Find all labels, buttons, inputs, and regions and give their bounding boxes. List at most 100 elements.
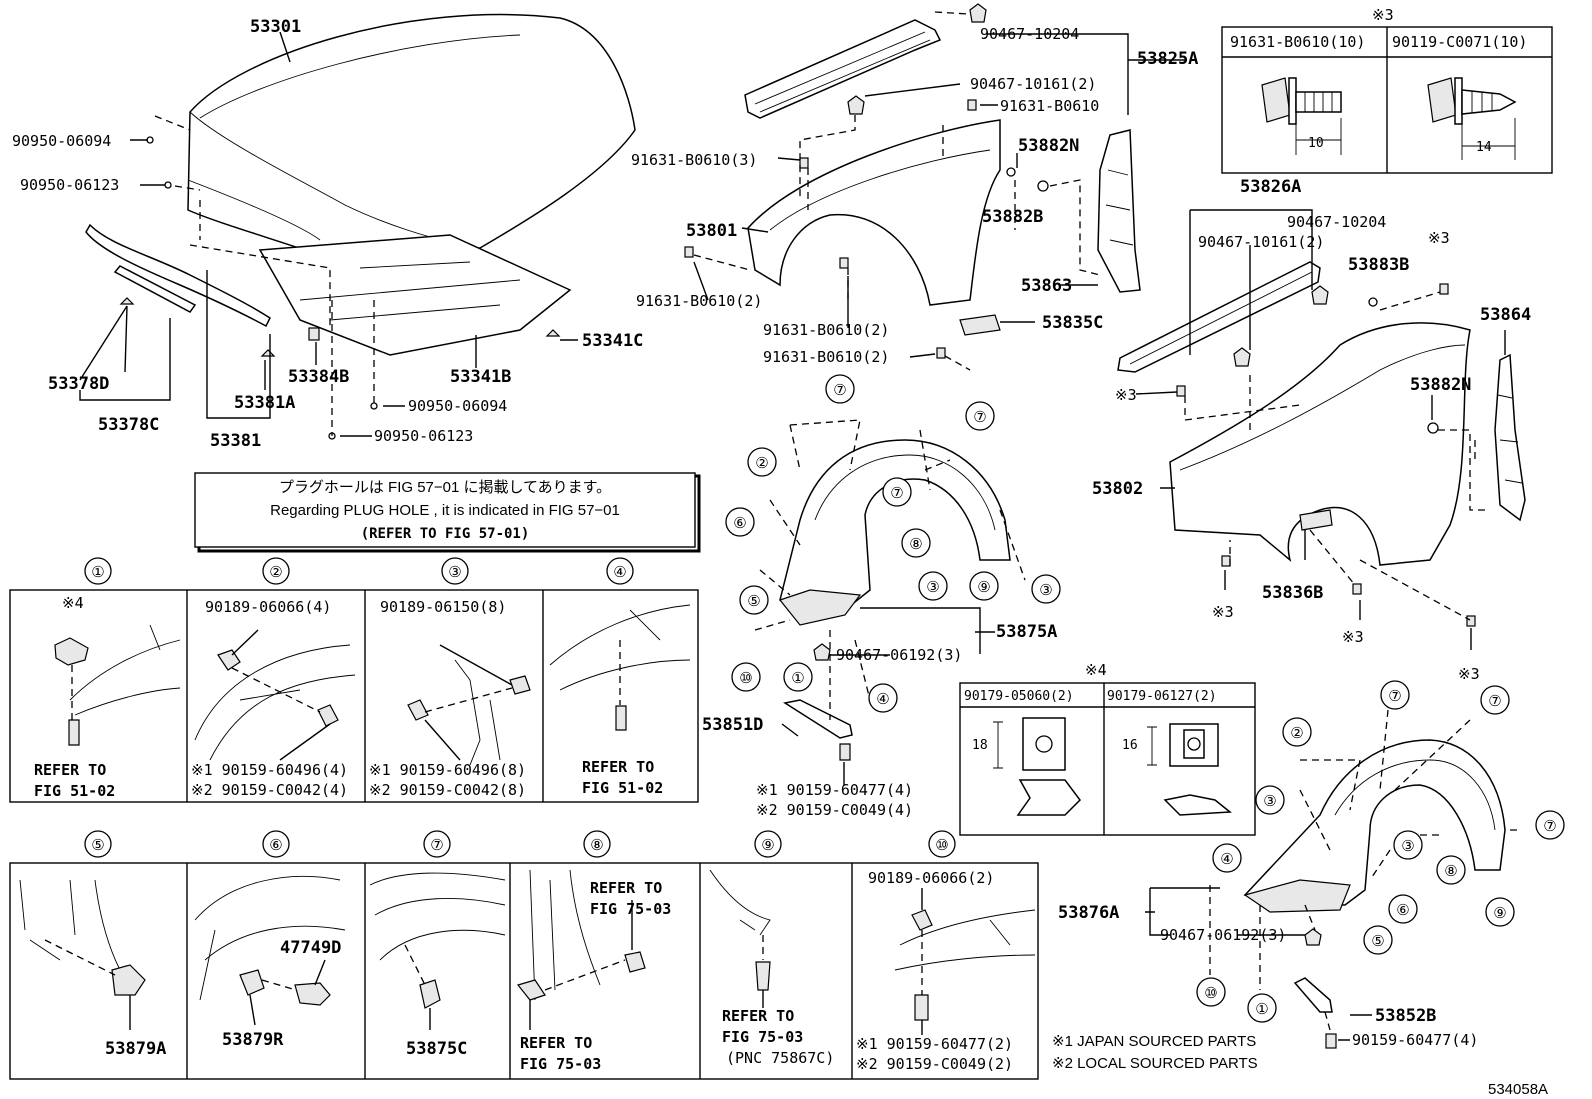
- clip-icon: [911, 909, 933, 931]
- label-91631-B0610-2a: 91631-B0610(2): [636, 292, 762, 310]
- splash-shield-53852B[interactable]: [1293, 977, 1333, 1013]
- clip-icon: [813, 643, 831, 661]
- label-90159-C0049: ※2 90159-C0049(4): [756, 801, 913, 819]
- callout-8: ⑧: [901, 528, 931, 558]
- label-90950-06123: 90950-06123: [20, 176, 119, 194]
- svg-text:⑦: ⑦: [973, 409, 986, 426]
- panel-3: ③ 90189-06150(8) ※1 90159-60496(8) ※2 90…: [369, 557, 531, 799]
- clip-spec-table: ※4 90179-05060(2) 90179-06127(2) 18 16: [959, 661, 1256, 836]
- bolt-dim1: 10: [1308, 136, 1324, 151]
- panel-9: ⑨ REFER TO FIG 75-03 (PNC 75867C): [709, 830, 834, 1067]
- panel-10: ⑩ 90189-06066(2) ※1 90159-60477(2) ※2 90…: [856, 830, 1036, 1073]
- legend-japan-sourced: ※1 JAPAN SOURCED PARTS: [1052, 1033, 1256, 1050]
- bolt-dim2: 14: [1476, 140, 1492, 155]
- fender-bracket-53835C[interactable]: [959, 314, 1001, 336]
- label-53882N-b: 53882N: [1410, 375, 1471, 395]
- clip-icon: [419, 979, 441, 1009]
- bolt-spec-table: ※3 91631-B0610(10) 90119-C0071(10) 10 14: [1221, 6, 1553, 174]
- callout-r3b: ③: [1393, 830, 1423, 860]
- svg-text:②: ②: [755, 455, 768, 472]
- label-53378D: 53378D: [48, 374, 109, 394]
- label-53341B: 53341B: [450, 367, 511, 387]
- fender-bracket-53836B[interactable]: [1299, 509, 1333, 531]
- mark3-e: ※3: [1458, 665, 1480, 683]
- callout-r7c: ⑦: [1535, 810, 1565, 840]
- panel-1-ref2: FIG 51-02: [34, 782, 115, 800]
- plug-icon: [1427, 422, 1439, 434]
- right-fender-liner: [1145, 709, 1520, 1049]
- hood-panel[interactable]: [187, 13, 636, 261]
- clip-icon: [239, 969, 265, 996]
- panel-10-part: 90189-06066(2): [868, 869, 994, 887]
- callout-r4: ④: [1212, 843, 1242, 873]
- panel-8-ref4: FIG 75-03: [520, 1055, 601, 1073]
- label-53826A: 53826A: [1240, 177, 1301, 197]
- panel-6-number: ⑥: [269, 837, 282, 854]
- fender-liner-seal-right[interactable]: [1494, 353, 1526, 522]
- detail-panels-row1: ① ※4 REFER TO FIG 51-02 ② 90189-06066(4)…: [9, 557, 699, 803]
- label-53864: 53864: [1480, 305, 1531, 325]
- svg-text:⑤: ⑤: [1371, 933, 1384, 950]
- callout-r2: ②: [1282, 717, 1312, 747]
- fender-liner-seal[interactable]: [1097, 129, 1141, 293]
- clip-icon: [54, 637, 89, 666]
- svg-text:④: ④: [1220, 851, 1233, 868]
- fender-panel-left[interactable]: [747, 119, 1001, 306]
- clip-icon: [969, 3, 987, 23]
- label-90467-06192: 90467-06192(3): [836, 646, 962, 664]
- fender-upper-seal[interactable]: [744, 19, 942, 119]
- mark3-b: ※3: [1115, 386, 1137, 404]
- hood-insulator[interactable]: [258, 234, 572, 356]
- clip-icon: [624, 951, 646, 973]
- label-90467-06192-b: 90467-06192(3): [1160, 926, 1286, 944]
- hood-rear-seal[interactable]: [113, 265, 197, 313]
- panel-1-ref1: REFER TO: [34, 761, 106, 779]
- panel-1: ① ※4 REFER TO FIG 51-02: [34, 557, 181, 800]
- panel-9-pnc: (PNC 75867C): [726, 1049, 834, 1067]
- bolt-icon: [936, 347, 946, 359]
- label-53801: 53801: [686, 221, 737, 241]
- liner-front-piece[interactable]: [778, 589, 862, 626]
- tapping-screw-icon: 14: [1427, 77, 1517, 160]
- mark3-c: ※3: [1212, 603, 1234, 621]
- panel-8-ref2: FIG 75-03: [590, 900, 671, 918]
- screw-icon: [839, 743, 851, 761]
- label-53378C: 53378C: [98, 415, 159, 435]
- detail-panels-row2: ⑤ 53879A ⑥ 47749D 53879R ⑦ 53875C: [9, 830, 1039, 1080]
- left-liner-callouts: ⑦ ⑦ ⑦ ② ⑥ ⑧ ③ ⑨ ③ ⑤ ⑩ ① ④: [725, 374, 1061, 713]
- bolt-icon: [839, 257, 849, 269]
- svg-text:⑧: ⑧: [909, 536, 922, 553]
- callout-3a: ③: [918, 571, 948, 601]
- label-53882N: 53882N: [1018, 136, 1079, 156]
- svg-text:⑦: ⑦: [890, 485, 903, 502]
- panel-2-number: ②: [269, 564, 282, 581]
- callout-r9: ⑨: [1485, 897, 1515, 927]
- fender-liner-right[interactable]: [1243, 739, 1506, 906]
- clip-icon: [1304, 928, 1322, 946]
- label-90159-60477: ※1 90159-60477(4): [756, 781, 913, 799]
- panel-6: ⑥ 47749D 53879R: [194, 830, 346, 1050]
- flange-bolt-icon: 10: [1261, 77, 1342, 155]
- label-53876A: 53876A: [1058, 903, 1119, 923]
- panel-6-part-a: 47749D: [280, 938, 341, 958]
- liner-front-piece-right[interactable]: [1243, 879, 1351, 913]
- panel-10-local: ※2 90159-C0049(2): [856, 1055, 1013, 1073]
- svg-text:⑦: ⑦: [833, 382, 846, 399]
- clip-icon: [847, 95, 865, 115]
- label-53384B: 53384B: [288, 367, 349, 387]
- fender-liner-left[interactable]: [779, 439, 1011, 621]
- fender-upper-seal-right[interactable]: [1117, 261, 1321, 373]
- svg-text:⑤: ⑤: [747, 593, 760, 610]
- callout-r5: ⑤: [1363, 925, 1393, 955]
- fender-panel-right[interactable]: [1169, 322, 1471, 566]
- panel-3-part: 90189-06150(8): [380, 598, 506, 616]
- label-53381A: 53381A: [234, 393, 295, 413]
- callout-r3a: ③: [1255, 785, 1285, 815]
- callout-7b: ⑦: [965, 401, 995, 431]
- svg-text:③: ③: [1263, 793, 1276, 810]
- clip-dim2: 16: [1122, 738, 1138, 753]
- clip-icon: [1233, 347, 1251, 367]
- splash-shield-53851D[interactable]: [783, 699, 853, 739]
- panel-7-number: ⑦: [430, 837, 443, 854]
- hood-seal[interactable]: [85, 223, 271, 328]
